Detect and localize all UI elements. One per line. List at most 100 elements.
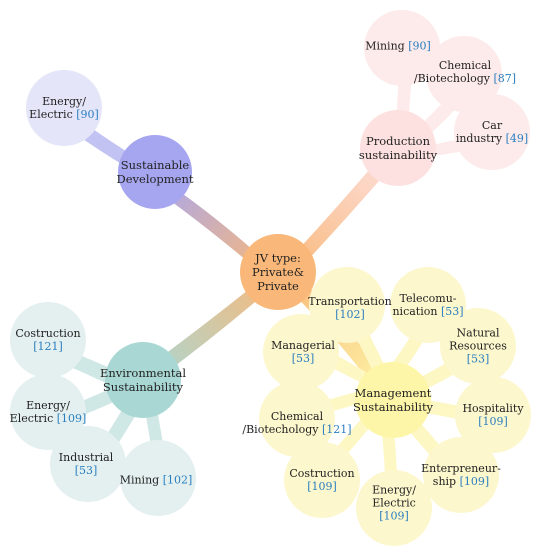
leaf-bubble xyxy=(390,267,466,343)
leaf-line: Natural xyxy=(456,326,500,340)
citation-ref[interactable]: [53] xyxy=(466,352,490,366)
leaf-bubble xyxy=(426,36,502,112)
leaf-line: ship xyxy=(432,475,457,488)
leaf-ms-transportation: Transportation [102] xyxy=(308,295,391,321)
leaf-line: Mining xyxy=(365,39,405,53)
leaf-ms-chemical-biotechology: Chemical /Biotechology [121] xyxy=(242,410,351,436)
leaf-ms-natural-resources: Natural Resources [53] xyxy=(449,327,507,366)
leaf-ms-managerial: Managerial [53] xyxy=(271,339,335,365)
leaf-es-costruction: Costruction [121] xyxy=(15,327,80,353)
hub-bubble xyxy=(355,362,431,438)
leaf-bubble xyxy=(356,470,432,546)
leaf-line: Industrial xyxy=(58,451,114,464)
citation-ref[interactable]: [109] xyxy=(459,475,490,488)
leaf-line: Resources xyxy=(449,339,507,353)
leaf-ms-costruction: Costruction [109] xyxy=(289,467,354,493)
citation-ref[interactable]: [53] xyxy=(74,464,98,477)
citation-ref[interactable]: [109] xyxy=(307,480,337,493)
leaf-ms-telecomunication: Telecomu- nication [53] xyxy=(392,292,463,318)
leaf-sd-energy-electric: Energy/ Electric [90] xyxy=(29,95,99,121)
hub-line: Development xyxy=(116,172,194,186)
citation-ref[interactable]: [53] xyxy=(291,352,315,365)
leaf-ps-car-industry: Car industry [49] xyxy=(456,119,528,145)
hub-bubble xyxy=(118,135,192,209)
center-line: Private xyxy=(257,279,299,293)
leaf-bubble xyxy=(284,442,360,518)
citation-ref[interactable]: [87] xyxy=(493,72,517,85)
hub-environmental-sustainability: Environmental Sustainability xyxy=(100,366,186,394)
citation-ref[interactable]: [109] xyxy=(379,509,409,523)
hub-production-sustainability: Production sustainability xyxy=(359,134,437,162)
hub-line: Sustainability xyxy=(102,380,184,394)
hub-line: Sustainable xyxy=(120,158,190,172)
leaf-bubble xyxy=(50,426,126,502)
hub-line: Sustainability xyxy=(352,400,434,414)
leaf-bubble xyxy=(309,267,385,343)
leaf-ms-enterpreneurship: Enterpreneur- ship [109] xyxy=(421,462,501,488)
leaf-line: Enterpreneur- xyxy=(421,462,501,475)
citation-ref[interactable]: [109] xyxy=(478,415,508,428)
leaf-line: Energy/ xyxy=(26,399,70,412)
center-line: JV type: xyxy=(255,251,301,265)
leaf-line: Electric xyxy=(372,496,416,510)
center-node-label: JV type: Private& Private xyxy=(252,251,304,293)
leaf-line: Costruction xyxy=(15,327,81,340)
leaf-bubble xyxy=(120,440,196,516)
hub-bubble xyxy=(360,110,436,186)
leaf-es-energy-electric: Energy/ Electric [109] xyxy=(10,399,87,425)
hub-line: sustainability xyxy=(358,148,438,162)
branch-sustainable-development xyxy=(26,70,192,209)
branch-production-sustainability xyxy=(360,10,530,186)
leaf-line: Transportation xyxy=(308,295,392,308)
citation-ref[interactable]: [121] xyxy=(33,340,63,353)
hub-line: Management xyxy=(354,386,432,400)
citation-ref[interactable]: [90] xyxy=(76,108,99,121)
leaf-ps-mining: Mining [90] xyxy=(365,40,431,53)
hub-sustainable-development: Sustainable Development xyxy=(116,158,193,186)
leaf-line: Energy/ xyxy=(372,483,416,497)
leaf-line: Energy/ xyxy=(42,95,86,108)
leaf-es-industrial: Industrial [53] xyxy=(59,451,113,477)
leaf-line: /Biotechology xyxy=(242,423,319,436)
leaf-ms-energy-electric: Energy/ Electric [109] xyxy=(372,484,416,523)
leaf-line: Chemical xyxy=(270,410,324,423)
leaf-bubble xyxy=(364,10,440,86)
hub-bubble xyxy=(105,342,181,418)
citation-ref[interactable]: [102] xyxy=(335,308,365,321)
leaf-bubble xyxy=(423,437,499,513)
leaf-bubble xyxy=(10,374,86,450)
leaf-bubble xyxy=(26,70,102,146)
leaf-line: Telecomu- xyxy=(399,292,457,305)
leaf-es-mining: Mining [102] xyxy=(120,474,193,487)
hub-line: Production xyxy=(366,134,430,148)
leaf-bubble xyxy=(454,94,530,170)
leaf-bubble xyxy=(259,381,335,457)
citation-ref[interactable]: [109] xyxy=(56,412,87,425)
leaf-line: Mining xyxy=(119,473,160,487)
leaf-line: Car xyxy=(481,119,503,132)
leaf-line: Managerial xyxy=(271,339,335,352)
leaf-line: /Biotechology xyxy=(413,72,491,85)
leaf-bubble xyxy=(455,377,531,453)
leaf-line: Costruction xyxy=(289,467,355,480)
hub-line: Environmental xyxy=(99,366,187,380)
leaf-ms-hospitality: Hospitality [109] xyxy=(462,402,523,428)
branch-management-sustainability xyxy=(259,267,531,546)
leaf-line: Chemical xyxy=(438,59,492,72)
leaf-bubble xyxy=(263,314,339,390)
citation-ref[interactable]: [121] xyxy=(322,423,352,436)
citation-ref[interactable]: [90] xyxy=(408,39,431,53)
citation-ref[interactable]: [49] xyxy=(505,132,529,145)
leaf-line: Electric xyxy=(9,412,54,425)
center-bubble xyxy=(240,234,316,310)
leaf-line: Electric xyxy=(29,108,73,121)
branch-environmental-sustainability xyxy=(10,302,196,516)
leaf-ps-chemical-biotechology: Chemical /Biotechology [87] xyxy=(414,59,516,85)
hub-management-sustainability: Management Sustainability xyxy=(353,386,433,414)
citation-ref[interactable]: [53] xyxy=(440,305,464,318)
citation-ref[interactable]: [102] xyxy=(162,473,193,487)
leaf-line: industry xyxy=(455,132,503,145)
center-line: Private& xyxy=(252,265,304,279)
